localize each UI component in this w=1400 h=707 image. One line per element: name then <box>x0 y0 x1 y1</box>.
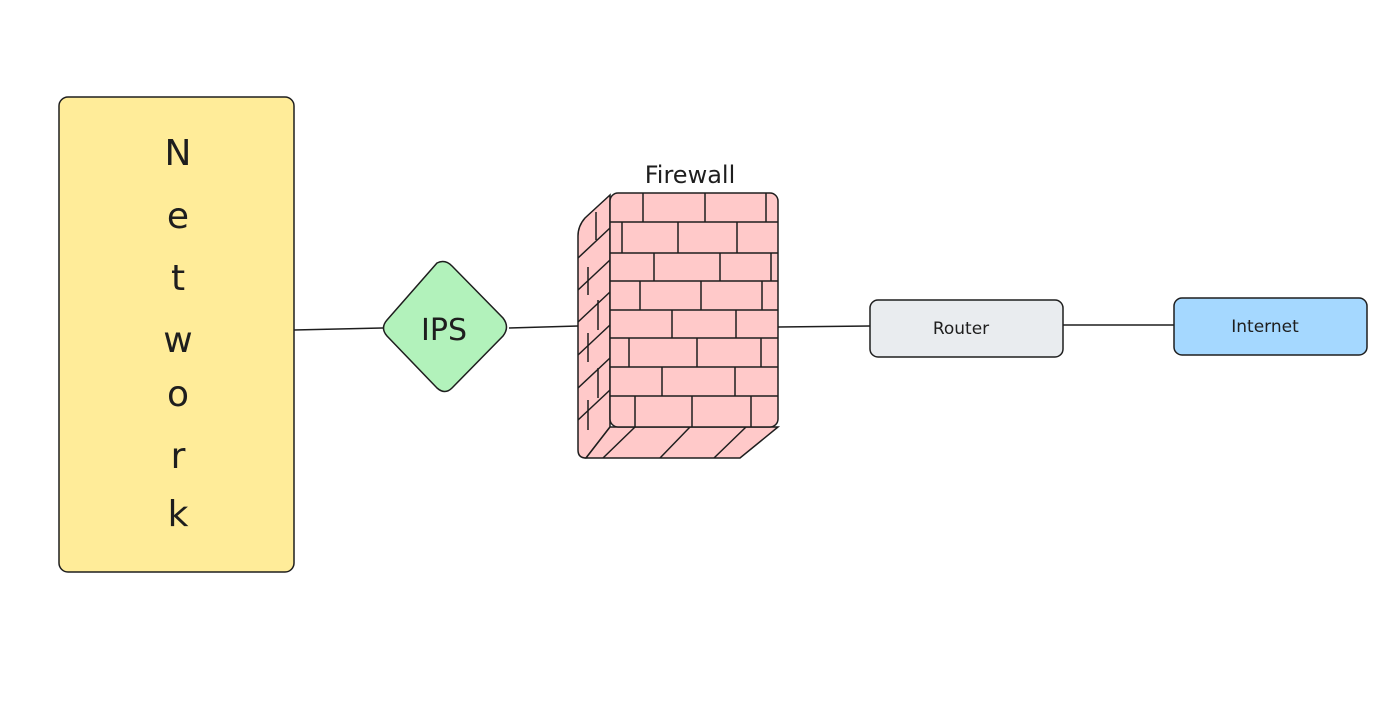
node-internet[interactable]: Internet <box>1173 297 1368 356</box>
node-router[interactable]: Router <box>869 299 1064 358</box>
firewall-side <box>577 193 611 459</box>
edge-firewall-router <box>777 325 871 328</box>
network-letter: e <box>167 196 189 237</box>
firewall-bottom <box>584 426 781 459</box>
network-letter: t <box>171 258 185 299</box>
node-network[interactable]: N e t w o r k <box>58 96 295 573</box>
router-label: Router <box>933 319 989 339</box>
node-ips[interactable]: IPS <box>382 260 508 393</box>
network-letter: r <box>171 436 186 477</box>
network-letter: N <box>165 133 192 174</box>
edge-ips-firewall <box>508 325 579 329</box>
firewall-bricks <box>577 193 778 459</box>
internet-label: Internet <box>1231 317 1299 337</box>
network-letter: w <box>163 320 192 361</box>
node-firewall[interactable]: Firewall <box>577 161 781 459</box>
network-letter: o <box>167 374 189 415</box>
network-letter: k <box>168 494 189 535</box>
ips-label: IPS <box>421 313 467 348</box>
edge-network-ips <box>293 327 384 331</box>
firewall-label: Firewall <box>645 161 736 189</box>
